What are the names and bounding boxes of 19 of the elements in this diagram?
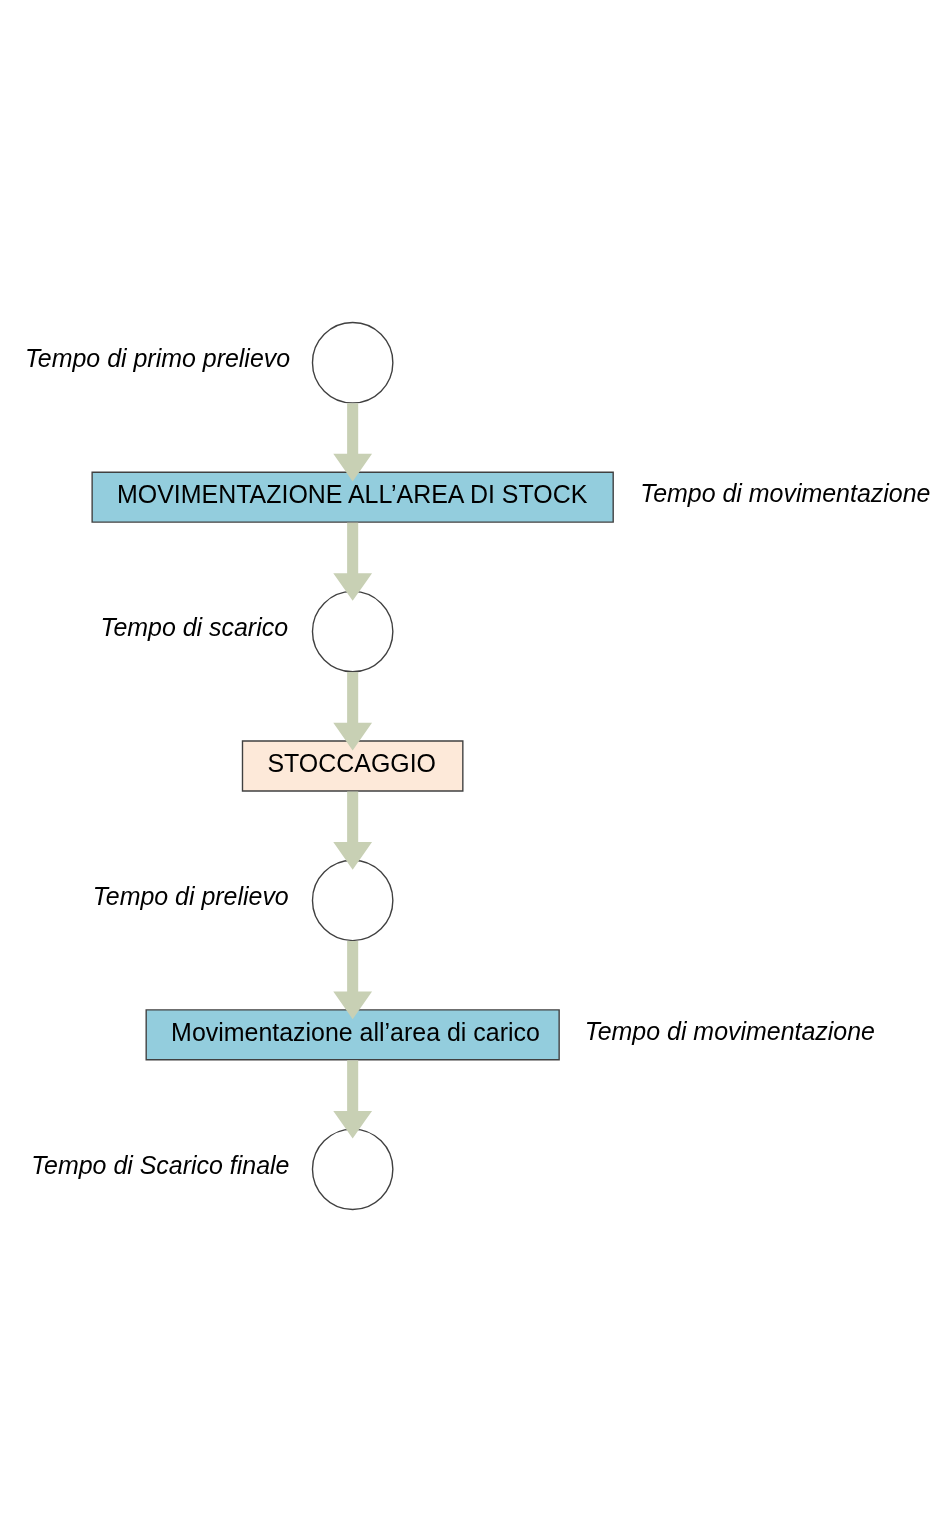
- node-label: Tempo di prelievo: [92, 882, 289, 911]
- node-label: Tempo di movimentazione: [584, 1016, 875, 1045]
- arrow: [333, 940, 373, 1020]
- node-circle: [311, 859, 394, 942]
- node-label: Tempo di primo prelievo: [24, 344, 291, 373]
- arrow: [333, 672, 373, 751]
- node-label: Tempo di movimentazione: [640, 478, 931, 507]
- node-box: Movimentazione all’area di carico: [145, 1009, 560, 1061]
- node-box: STOCCAGGIO: [241, 740, 464, 792]
- node-label: Tempo di scarico: [100, 613, 289, 642]
- node-circle: [311, 1128, 394, 1211]
- arrow: [333, 403, 373, 482]
- arrow: [333, 791, 373, 870]
- node-circle: [311, 590, 394, 673]
- arrow: [333, 1060, 373, 1139]
- node-circle: [311, 321, 394, 404]
- node-label: Tempo di Scarico finale: [31, 1150, 290, 1179]
- arrow: [333, 522, 373, 601]
- node-box: MOVIMENTAZIONE ALL’AREA DI STOCK: [91, 471, 614, 523]
